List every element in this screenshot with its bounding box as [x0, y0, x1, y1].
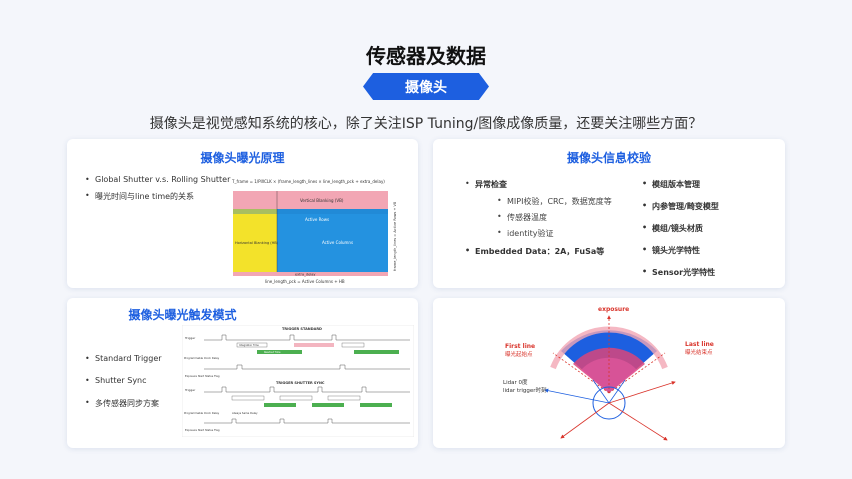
line-length-label: line_length_pck = Active Columns + HB — [265, 279, 345, 284]
sync-integration-3 — [327, 395, 361, 401]
vertical-blanking — [233, 191, 388, 209]
horizontal-blanking — [233, 209, 277, 272]
question-text: 摄像头是视觉感知系统的核心，除了关注ISP Tuning/图像成像质量，还要关注… — [149, 116, 703, 132]
list-item: 模组/镜头材质 — [640, 223, 780, 234]
lidar-ray-up-left — [592, 379, 610, 404]
exposure-label: exposure — [598, 306, 629, 313]
readout-label: Readout Time — [264, 351, 281, 354]
list-item: MIPI校验，CRC，数据宽度等 — [495, 196, 638, 207]
lidar-ray-up-right — [608, 379, 626, 404]
lidar-ray-down-left — [560, 402, 610, 439]
lidar-label: Lidar 0度 — [503, 378, 528, 386]
list-item: 内参管理/畸变模型 — [640, 201, 780, 212]
page-title: 传感器及数据 — [366, 44, 486, 68]
trigger-label: Trigger — [184, 336, 196, 340]
list-item: Embedded Data：2A，FuSa等 — [463, 246, 638, 257]
sub-list: MIPI校验，CRC，数据宽度等 传感器温度 identity验证 — [475, 196, 638, 239]
exposure-flag-label: Exposure Start Status Flag — [185, 374, 220, 378]
list-item: 曝光时间与line time的关系 — [83, 191, 233, 202]
readout-bar-3 — [354, 350, 399, 354]
lidar-ray-down-right — [608, 402, 668, 441]
active-area — [277, 209, 388, 272]
flag-line-2 — [204, 418, 410, 424]
card-title: 摄像头曝光原理 — [200, 151, 285, 165]
first-line-label: First line — [505, 343, 535, 350]
card-title: 摄像头曝光触发模式 — [128, 308, 237, 322]
frame-length-label: frame_length_lines = Active Rows + VB — [393, 201, 397, 271]
lidar-ray-left — [544, 388, 610, 404]
readout-bar-2 — [257, 350, 302, 354]
trigger-line-2 — [204, 386, 410, 393]
sync-integration-2 — [279, 395, 313, 401]
list-item: Standard Trigger — [83, 354, 193, 363]
sync-readout-3 — [360, 403, 392, 407]
card-lidar-sync: exposure First line 曝光起始点 Last line 曝光结束… — [433, 298, 785, 448]
flag-line — [204, 364, 410, 370]
lidar-circle — [592, 386, 626, 420]
last-line-ray — [608, 352, 666, 394]
active-columns-label: Active Columns — [322, 240, 353, 245]
sync-integration-1 — [231, 395, 265, 401]
exposure-frame-diagram: T_frame = 1/PIXCLK × (frame_length_lines… — [231, 179, 397, 284]
bullet-list: Global Shutter v.s. Rolling Shutter 曝光时间… — [83, 175, 233, 209]
clock-delay-label-2: Programmable Clock Delay — [184, 411, 220, 415]
hblank-label: Horizontal Blanking (HB) — [235, 241, 279, 245]
bottom-diagram-title: TRIGGER SHUTTER SYNC — [276, 381, 325, 385]
lidar-sync-diagram: exposure First line 曝光起始点 Last line 曝光结束… — [503, 306, 714, 441]
lidar-ray-right — [608, 381, 676, 404]
list-item: 传感器温度 — [495, 212, 638, 223]
card-title: 摄像头信息校验 — [566, 151, 651, 165]
last-line-label: Last line — [685, 341, 714, 348]
list-item: 模组版本管理 — [640, 179, 780, 190]
top-diagram-title: TRIGGER STANDARD — [282, 327, 322, 331]
integration-bar-2 — [341, 342, 365, 348]
card-exposure-principle: 摄像头曝光原理 Global Shutter v.s. Rolling Shut… — [67, 139, 418, 288]
lidar-trigger-label: lidar trigger时刻 — [503, 386, 547, 394]
list-item: 异常检查 MIPI校验，CRC，数据宽度等 传感器温度 identity验证 — [463, 179, 638, 239]
bullet-list-right: 模组版本管理 内参管理/畸变模型 模组/镜头材质 镜头光学特性 Sensor光学… — [640, 179, 780, 285]
list-item: Shutter Sync — [83, 376, 193, 385]
last-line-cn-label: 曝光结束点 — [685, 348, 713, 356]
card-info-check: 摄像头信息校验 异常检查 MIPI校验，CRC，数据宽度等 传感器温度 iden… — [433, 139, 785, 288]
section-banner: 摄像头 — [363, 73, 489, 100]
bullet-list-left: 异常检查 MIPI校验，CRC，数据宽度等 传感器温度 identity验证 E… — [463, 179, 638, 264]
trigger-timing-diagram: TRIGGER STANDARD Trigger Integration Tim… — [182, 325, 414, 437]
vblank-label: Vertical Blanking (VB) — [300, 198, 344, 203]
clock-delay-label: Programmable Clock Delay — [184, 356, 220, 360]
active-rows-label: Active Rows — [305, 217, 329, 222]
list-item: 多传感器同步方案 — [83, 398, 193, 409]
extra-delay-bar — [233, 272, 388, 276]
card-trigger-mode: 摄像头曝光触发模式 Standard Trigger Shutter Sync … — [67, 298, 418, 448]
sweep-arc — [550, 326, 668, 370]
exposure-flag-label-2: Exposure Start Status Flag — [185, 428, 220, 432]
bullet-list: Standard Trigger Shutter Sync 多传感器同步方案 — [83, 354, 193, 416]
extra-delay-label: extra_delay — [295, 272, 315, 276]
first-line-ray — [552, 352, 610, 394]
trigger-label-2: Trigger — [184, 388, 196, 392]
always-same-label: Always Same Delay — [232, 411, 258, 415]
sync-readout-2 — [312, 403, 344, 407]
frame-formula: T_frame = 1/PIXCLK × (frame_length_lines… — [231, 179, 385, 184]
active-rows-band — [233, 209, 388, 214]
list-item: Global Shutter v.s. Rolling Shutter — [83, 175, 233, 184]
trigger-line — [204, 334, 410, 341]
sync-readout-1 — [264, 403, 296, 407]
first-line-cn-label: 曝光起始点 — [505, 350, 533, 358]
list-item: identity验证 — [495, 228, 638, 239]
list-item: Sensor光学特性 — [640, 267, 780, 278]
integration-bar — [236, 342, 268, 348]
readout-bar — [294, 343, 334, 347]
integration-label: Integration Time — [239, 344, 259, 347]
list-item: 镜头光学特性 — [640, 245, 780, 256]
